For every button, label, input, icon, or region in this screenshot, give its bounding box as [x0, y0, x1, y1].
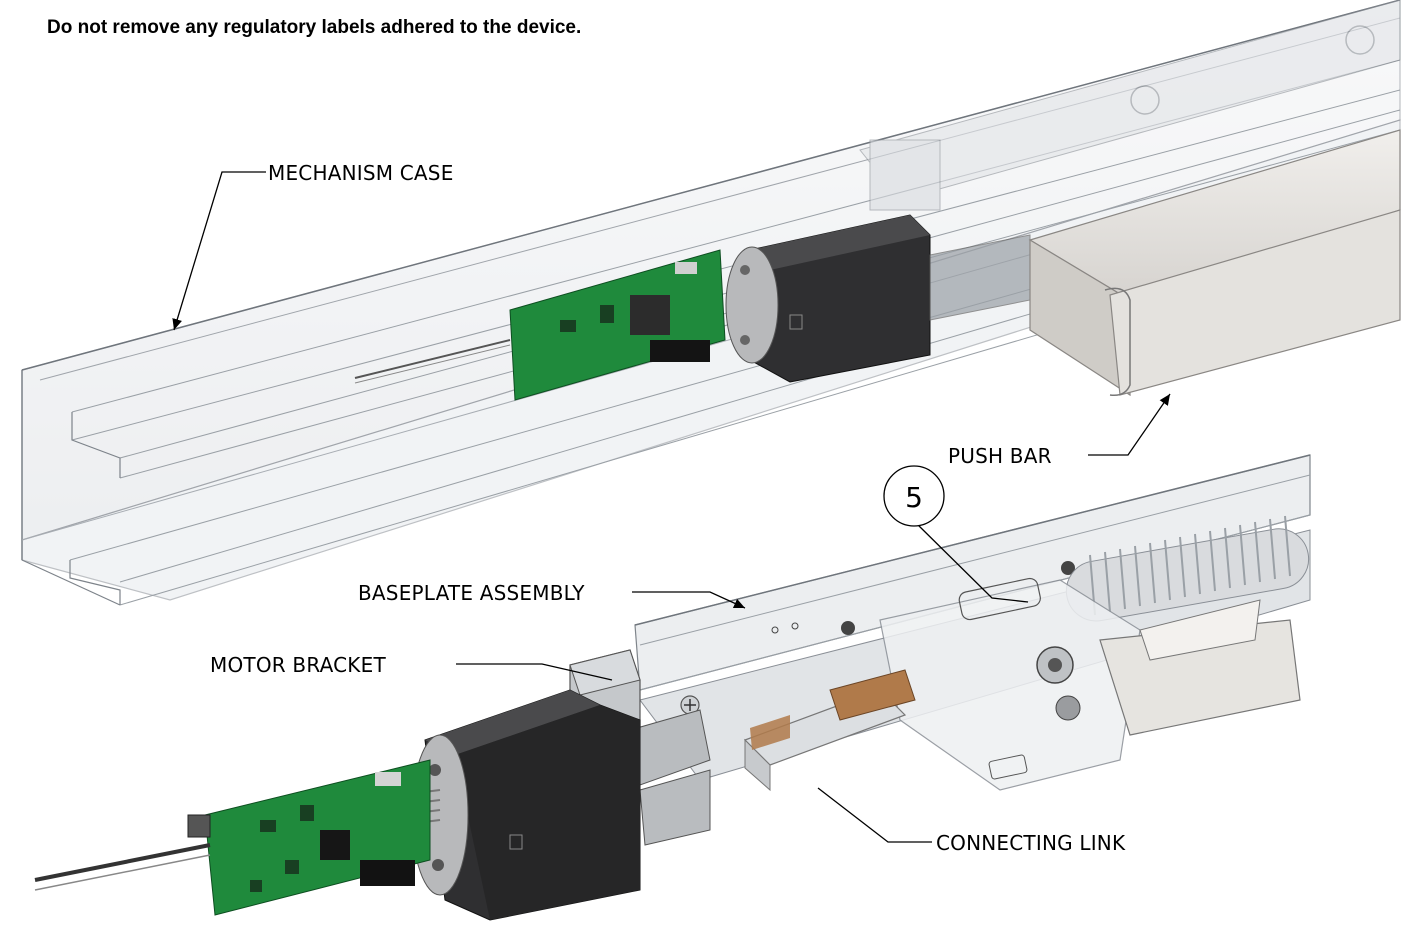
- push-bar: [1028, 129, 1401, 397]
- arm-plate: [879, 577, 1301, 791]
- leader-push-bar: [1088, 393, 1171, 456]
- return-spring: [1065, 515, 1310, 622]
- label-push-bar: PUSH BAR: [948, 444, 1052, 468]
- motor-ghost: [725, 214, 1031, 383]
- item-balloon: [883, 465, 945, 527]
- leader-balloon: [914, 521, 1029, 603]
- leader-baseplate: [632, 591, 746, 609]
- pcb-ghost: [354, 249, 726, 401]
- leader-lines: [172, 171, 1171, 843]
- leader-motor-bracket: [456, 663, 613, 681]
- leader-connecting-link: [817, 787, 932, 843]
- connecting-link-part: [743, 669, 916, 792]
- balloon-number: 5: [905, 481, 923, 514]
- motor: [399, 689, 641, 921]
- pcb: [34, 759, 431, 916]
- leader-mechanism-case: [172, 171, 266, 331]
- label-mechanism-case: MECHANISM CASE: [268, 161, 454, 185]
- label-motor-bracket: MOTOR BRACKET: [210, 653, 386, 677]
- regulatory-note: Do not remove any regulatory labels adhe…: [47, 17, 582, 38]
- internal-mechanism-ghost: [859, 0, 1401, 211]
- label-baseplate-assembly: BASEPLATE ASSEMBLY: [358, 581, 585, 605]
- label-connecting-link: CONNECTING LINK: [936, 831, 1126, 855]
